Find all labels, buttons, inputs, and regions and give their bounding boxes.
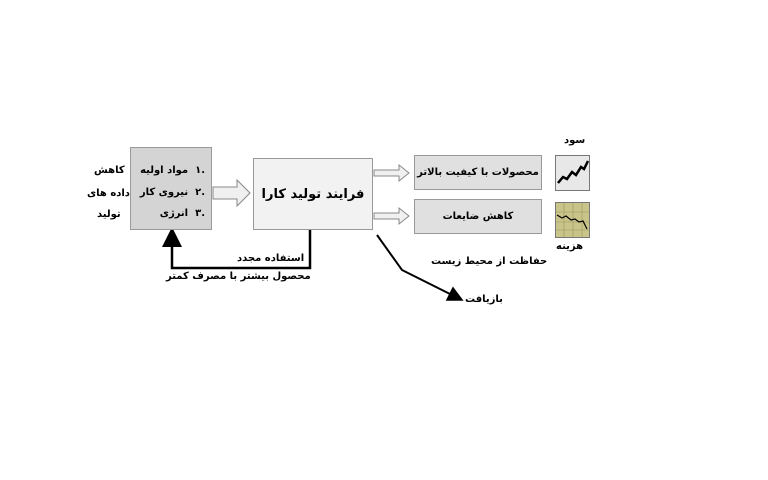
profit-chart-icon <box>555 155 590 191</box>
input-3: .۳ انرژی <box>159 208 205 219</box>
hollow-arrow-output-2 <box>373 206 410 226</box>
output-box-waste: کاهش ضایعات <box>414 199 542 234</box>
process-box: فرایند تولید کارا <box>253 158 373 230</box>
left-label-3: تولید <box>97 209 121 220</box>
feedback-arrow <box>162 227 312 270</box>
more-product-label: محصول بیشتر با مصرف کمتر <box>166 271 311 282</box>
hollow-arrow-output-1 <box>373 163 410 183</box>
output-label: کاهش ضایعات <box>442 211 514 222</box>
output-box-quality: محصولات با کیفیت بالاتر <box>414 155 542 190</box>
input-1: .۱ مواد اولیه <box>140 165 205 176</box>
process-label: فرایند تولید کارا <box>261 186 365 202</box>
inputs-box: .۱ مواد اولیه .۲ نیروی کار .۳ انرژی <box>130 147 212 230</box>
cost-label: هزینه <box>556 241 584 252</box>
reuse-label: استفاده مجدد <box>237 253 305 264</box>
left-label-1: کاهش <box>94 165 125 176</box>
profit-label: سود <box>564 135 586 146</box>
recycle-arrow <box>376 234 464 301</box>
output-label: محصولات با کیفیت بالاتر <box>417 167 539 178</box>
hollow-arrow-inputs <box>212 178 251 208</box>
input-2: .۲ نیروی کار <box>139 187 205 198</box>
cost-chart-icon <box>555 202 590 238</box>
environment-label: حفاظت از محیط زیست <box>431 256 548 267</box>
recycle-label: بازیافت <box>465 294 503 305</box>
left-label-2: داده های <box>87 188 130 199</box>
